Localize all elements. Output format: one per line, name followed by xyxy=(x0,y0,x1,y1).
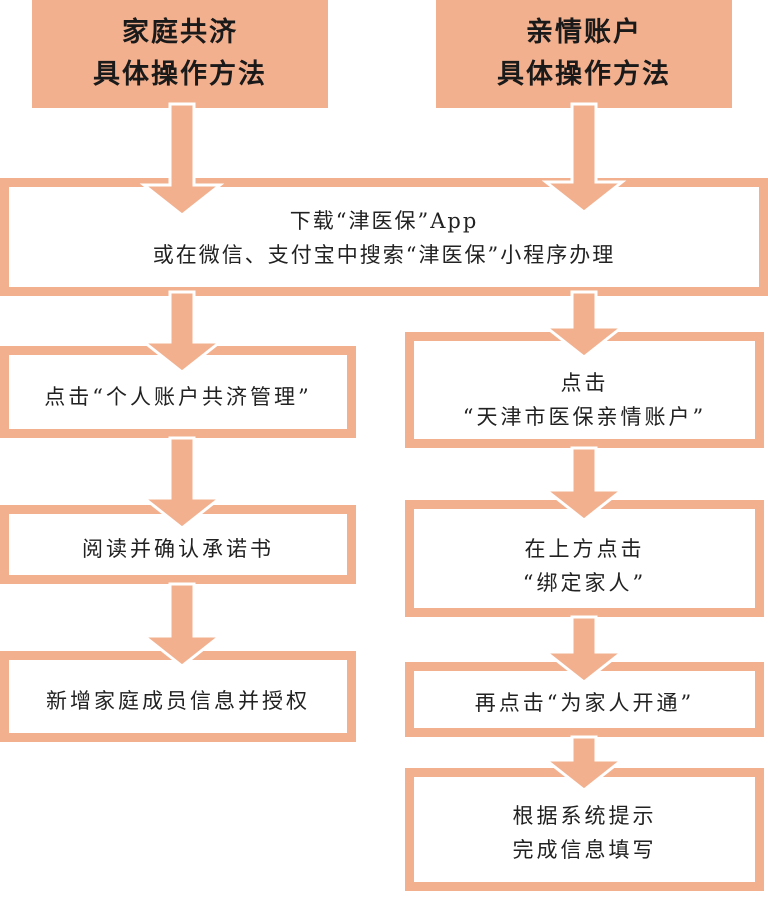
right-step-box-2 xyxy=(405,500,764,617)
left-header-box xyxy=(32,0,328,108)
left-step-3: 新增家庭成员信息并授权 xyxy=(0,660,356,742)
right-header: 亲情账户 具体操作方法 xyxy=(436,0,732,108)
right-step-3-text: 再点击“为家人开通” xyxy=(474,691,695,715)
right-step-2-line2: “绑定家人” xyxy=(522,571,647,595)
left-step-2-text: 阅读并确认承诺书 xyxy=(82,537,274,561)
right-header-box xyxy=(436,0,732,108)
right-header-line1: 亲情账户 xyxy=(526,17,642,48)
flow-arrow xyxy=(541,102,627,214)
left-step-2: 阅读并确认承诺书 xyxy=(0,514,356,584)
left-header-line2: 具体操作方法 xyxy=(93,59,267,90)
flow-arrow xyxy=(541,446,627,522)
right-step-2: 在上方点击 “绑定家人” xyxy=(405,516,764,616)
right-step-4-line1: 根据系统提示 xyxy=(512,804,657,828)
flow-arrow xyxy=(139,102,225,217)
shared-step-box xyxy=(0,178,768,296)
left-header-line1: 家庭共济 xyxy=(122,17,238,48)
shared-step: 下载“津医保”App 或在微信、支付宝中搜索“津医保”小程序办理 xyxy=(0,190,768,286)
flow-arrow xyxy=(139,436,225,530)
right-step-4: 根据系统提示 完成信息填写 xyxy=(405,776,764,890)
flow-arrow xyxy=(541,290,627,359)
right-step-1-line2: “天津市医保亲情账户” xyxy=(462,405,707,429)
left-step-1: 点击“个人账户共济管理” xyxy=(0,360,356,434)
left-header: 家庭共济 具体操作方法 xyxy=(32,0,328,108)
flow-arrow xyxy=(139,582,225,668)
right-header-line2: 具体操作方法 xyxy=(497,59,671,90)
shared-step-line2: 或在微信、支付宝中搜索“津医保”小程序办理 xyxy=(152,243,616,267)
shared-step-line1: 下载“津医保”App xyxy=(289,209,479,233)
flow-arrow xyxy=(139,290,225,374)
right-step-3: 再点击“为家人开通” xyxy=(405,670,764,736)
right-step-2-line1: 在上方点击 xyxy=(524,537,645,561)
right-step-4-line2: 完成信息填写 xyxy=(512,838,657,862)
right-step-1: 点击 “天津市医保亲情账户” xyxy=(405,352,764,448)
left-step-3-text: 新增家庭成员信息并授权 xyxy=(46,689,310,713)
flow-arrow xyxy=(541,615,627,684)
flow-arrow xyxy=(541,735,627,792)
left-step-1-text: 点击“个人账户共济管理” xyxy=(44,385,312,409)
right-step-1-line1: 点击 xyxy=(560,371,609,395)
